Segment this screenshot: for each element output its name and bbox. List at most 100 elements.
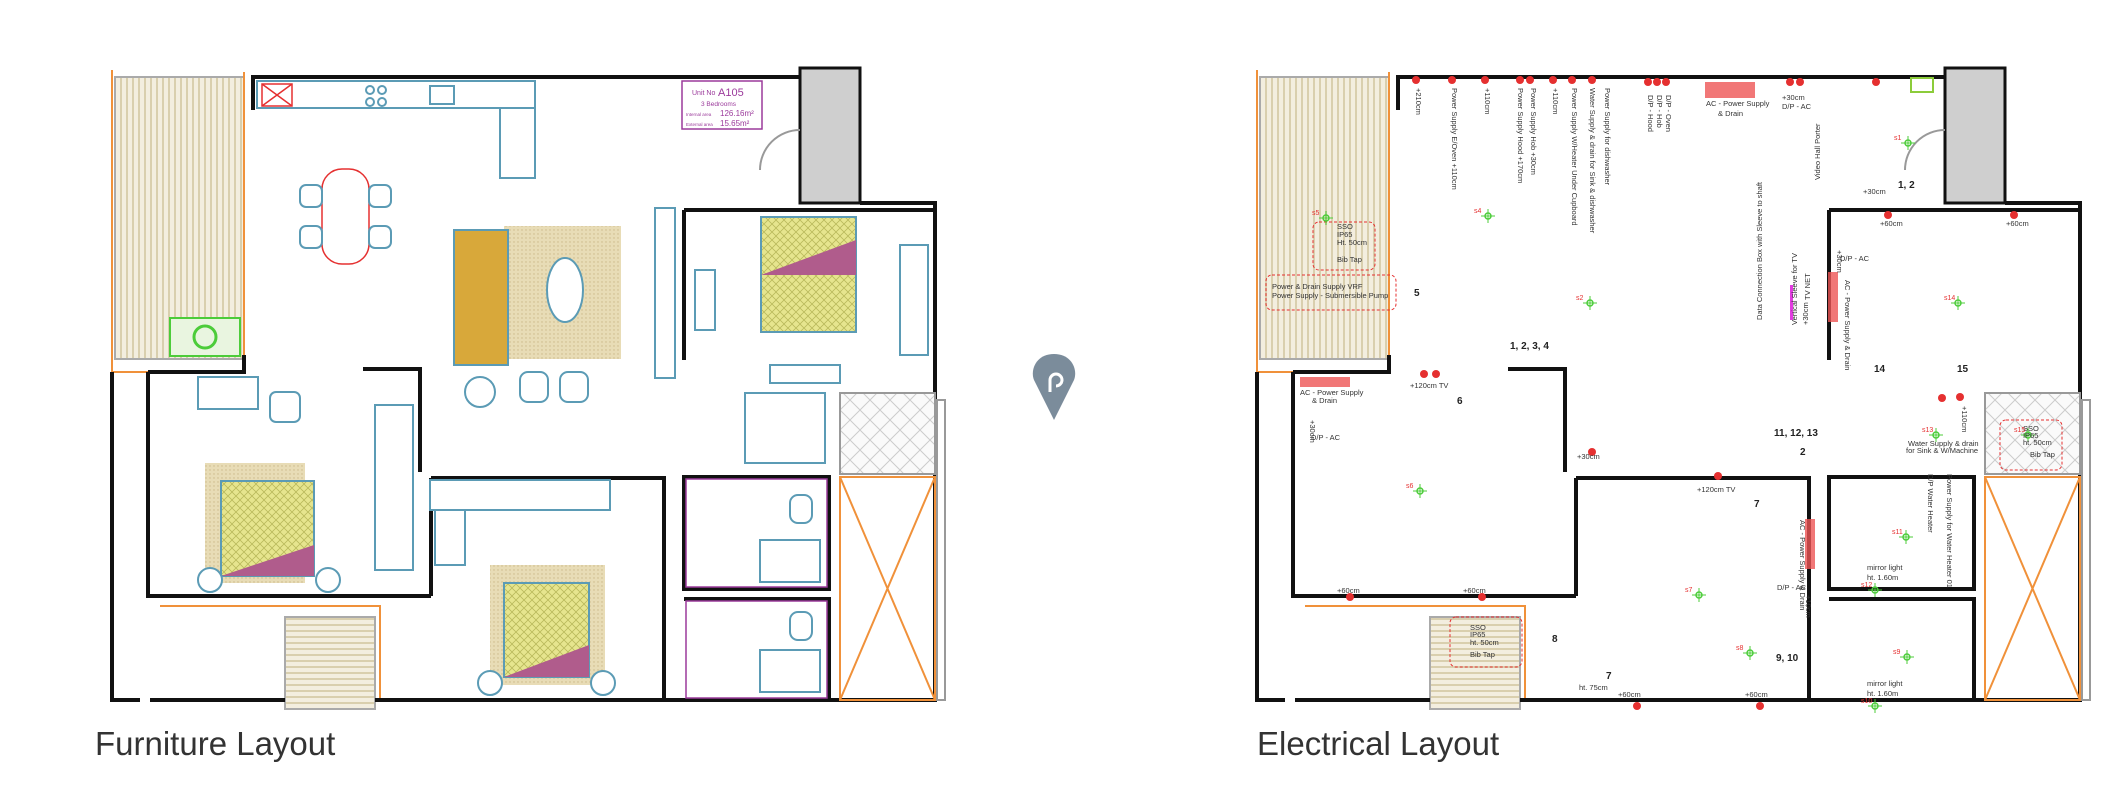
electrical-annotation: +110cm xyxy=(1960,406,1969,432)
electrical-annotation: TV NET xyxy=(1803,273,1812,300)
light-point-label: s2 xyxy=(1576,295,1584,302)
tv-sleeve-icon xyxy=(1790,285,1793,320)
light-point-icon xyxy=(1481,209,1495,223)
electrical-annotation: +30cm xyxy=(1801,302,1810,325)
circuit-callout: 2 xyxy=(1800,447,1806,458)
socket-markers xyxy=(1319,76,2035,713)
bedroom-3 xyxy=(429,479,616,696)
circuit-callout: 5 xyxy=(1414,288,1420,299)
electrical-annotation: D/P - Oven xyxy=(1664,95,1673,132)
socket-icon xyxy=(1956,393,1964,401)
unit-number: A105 xyxy=(718,87,744,99)
electrical-annotation: D/P - AC xyxy=(1840,254,1870,263)
socket-icon xyxy=(1432,370,1440,378)
light-point-icon xyxy=(1413,484,1427,498)
light-point-icon xyxy=(1692,588,1706,602)
electrical-annotation: SSO xyxy=(2023,424,2039,433)
light-point-label: s5 xyxy=(1312,210,1320,217)
electrical-annotation: Power & Drain Supply VRF xyxy=(1272,282,1363,291)
light-point-label: s4 xyxy=(1474,208,1482,215)
light-point-icon xyxy=(1901,136,1915,150)
electrical-annotation: D/P - AC xyxy=(1311,433,1341,442)
socket-icon xyxy=(1786,78,1794,86)
electrical-annotation: & Drain xyxy=(1718,109,1743,118)
circuit-callout: 15 xyxy=(1957,364,1969,375)
electrical-annotation: ht. 1.60m xyxy=(1867,573,1898,582)
light-point-label: s13 xyxy=(1922,427,1933,434)
electrical-annotation: Bib Tap xyxy=(2030,450,2055,459)
electrical-annotation: D/P - AC xyxy=(1782,102,1812,111)
light-point-label: s15 xyxy=(2014,427,2025,434)
light-point-icon xyxy=(1743,646,1757,660)
electrical-annotation: mirror light xyxy=(1867,563,1903,572)
electrical-annotation: +30cm xyxy=(1782,93,1805,102)
circuit-callout: 11, 12, 13 xyxy=(1774,428,1818,439)
electrical-annotation: IP65 xyxy=(1337,230,1352,239)
electrical-annotation: Bib Tap xyxy=(1337,255,1362,264)
light-point-label: s8 xyxy=(1736,645,1744,652)
circuit-callout: 7 xyxy=(1754,499,1760,510)
electrical-layout-title: Electrical Layout xyxy=(1257,725,1500,762)
socket-icon xyxy=(1478,593,1486,601)
socket-icon xyxy=(1549,76,1557,84)
electrical-annotation: Vertical Sleeve for TV xyxy=(1790,253,1799,325)
electrical-annotation: Power Supply for dishwasher xyxy=(1603,88,1612,186)
electrical-annotation: Power Supply W/Heater Under Cupboard xyxy=(1570,88,1579,226)
electrical-annotation: Power Supply - Submersible Pump xyxy=(1272,291,1388,300)
electrical-annotation: Power Supply Hob +30cm xyxy=(1529,88,1538,175)
light-point-label: s6 xyxy=(1406,483,1414,490)
socket-icon xyxy=(1633,702,1641,710)
electrical-annotation: +120cm TV xyxy=(1410,381,1448,390)
dining-table xyxy=(299,168,392,265)
electrical-annotation: AC - Power Supply & Drain xyxy=(1843,280,1852,370)
map-pin-icon[interactable] xyxy=(1032,354,1076,420)
light-point-icon xyxy=(1900,650,1914,664)
electrical-annotation: +210cm xyxy=(1414,88,1423,115)
electrical-annotation: D/P - AC xyxy=(1777,583,1807,592)
socket-icon xyxy=(1568,76,1576,84)
light-point-label: s9 xyxy=(1893,649,1901,656)
furniture-plan: Unit No A105 3 Bedrooms Internal area 12… xyxy=(110,66,947,711)
electrical-annotation: Water Supply & drain xyxy=(1908,439,1979,448)
electrical-annotation: D/P Water Heater xyxy=(1926,474,1935,533)
light-point-icon xyxy=(1868,583,1882,597)
bedroom-2 xyxy=(197,376,414,593)
electrical-annotation: +60cm xyxy=(1337,586,1360,595)
electrical-annotation: +60cm xyxy=(1880,219,1903,228)
light-point-icon xyxy=(1583,296,1597,310)
electrical-annotation: Data Connection Box with Sleeve to shaft xyxy=(1755,181,1764,320)
light-point-icon xyxy=(2021,428,2035,442)
socket-icon xyxy=(1516,76,1524,84)
socket-icon xyxy=(1653,78,1661,86)
electrical-annotation: SSO xyxy=(1470,623,1486,632)
electrical-annotation: & Drain xyxy=(1312,396,1337,405)
circuit-callout: 6 xyxy=(1457,396,1463,407)
socket-icon xyxy=(1412,76,1420,84)
socket-icon xyxy=(1756,702,1764,710)
socket-icon xyxy=(1481,76,1489,84)
electrical-annotation: +110cm xyxy=(1551,88,1560,114)
electrical-annotation: Water Supply & drain for Sink & dishwash… xyxy=(1588,88,1597,234)
circuit-callout: 9, 10 xyxy=(1776,653,1799,664)
electrical-annotation: mirror light xyxy=(1867,679,1903,688)
internal-area-label: Internal area xyxy=(686,112,712,117)
electrical-annotation: for Sink & W/Machine xyxy=(1906,446,1978,455)
electrical-annotation: AC - Power Supply xyxy=(1706,99,1770,108)
electrical-annotation: ht. 1.60m xyxy=(1867,689,1898,698)
electrical-annotation: AC - Power Supply & Drain xyxy=(1798,520,1807,610)
socket-icon xyxy=(1662,78,1670,86)
electrical-annotation: +60cm xyxy=(1745,690,1768,699)
electrical-annotation: Ht. 50cm xyxy=(1337,238,1367,247)
electrical-annotation: ht. 75cm xyxy=(1579,683,1608,692)
electrical-annotation: ht. 50cm xyxy=(2023,438,2052,447)
internal-area-value: 126.16m² xyxy=(720,109,754,118)
electrical-annotation: D/P - Hood xyxy=(1646,95,1655,132)
socket-icon xyxy=(2010,211,2018,219)
electrical-annotation: +120cm TV xyxy=(1697,485,1735,494)
ac-unit-icon xyxy=(1805,519,1815,569)
light-point-label: s14 xyxy=(1944,295,1955,302)
kitchen-counter xyxy=(256,80,536,179)
bathrooms xyxy=(685,392,828,699)
